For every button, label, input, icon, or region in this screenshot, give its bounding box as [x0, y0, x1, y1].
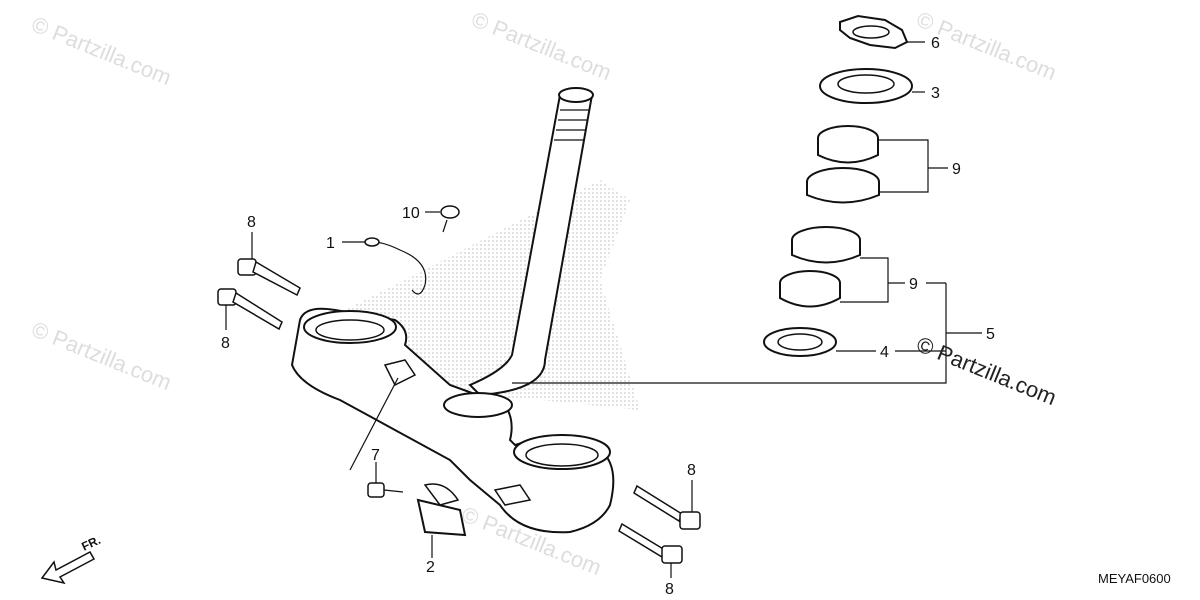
bolt-part-upper-right: [633, 484, 701, 530]
steering-stem-bracket: [290, 307, 615, 534]
watermark-text: © Partzilla.com: [468, 6, 615, 85]
bolt-part-lower-left: [217, 288, 283, 331]
lower-seal-part-4: [763, 327, 837, 357]
callout-1: 1: [326, 235, 335, 252]
watermark-text: © Partzilla.com: [28, 316, 175, 395]
callout-labels: 6 3 9 9 5 4 10 1 8 8 8 8 7 2: [221, 35, 995, 598]
callout-8-upper-left: 8: [247, 214, 256, 231]
bolt-part-lower-right: [618, 522, 683, 564]
front-label: FR.: [79, 533, 102, 554]
callout-2: 2: [426, 559, 435, 576]
bolt-part-7: [367, 482, 404, 498]
callout-8-lower-left: 8: [221, 335, 230, 352]
lower-bearing-part-9: [779, 226, 861, 308]
fork-holder-part-2: [416, 483, 467, 537]
dust-seal-part-3: [819, 68, 913, 104]
front-direction-arrow: FR.: [40, 533, 103, 585]
callout-4: 4: [880, 344, 889, 361]
callout-6: 6: [931, 35, 940, 52]
callout-8-lower-right: 8: [665, 581, 674, 598]
upper-bearing-part-9: [806, 125, 880, 204]
callout-7: 7: [371, 447, 380, 464]
leader-lines: [225, 41, 982, 578]
callout-3: 3: [931, 85, 940, 102]
callout-10: 10: [402, 205, 420, 222]
steering-stem-shaft: [443, 87, 594, 418]
callout-9-lower: 9: [909, 276, 918, 293]
harness-stay-end: [364, 237, 380, 247]
screw-part-10: [440, 205, 460, 233]
lock-nut-part-6: [839, 14, 909, 50]
copyright-watermark: © Partzilla.com: [913, 331, 1060, 410]
callout-5: 5: [986, 326, 995, 343]
bolt-part-upper-left: [237, 258, 301, 297]
harness-stay-part: [364, 241, 427, 295]
diagram-code: MEYAF0600: [1098, 571, 1171, 586]
callout-9-upper: 9: [952, 161, 961, 178]
callout-8-upper-right: 8: [687, 462, 696, 479]
watermark-text: © Partzilla.com: [28, 11, 175, 90]
